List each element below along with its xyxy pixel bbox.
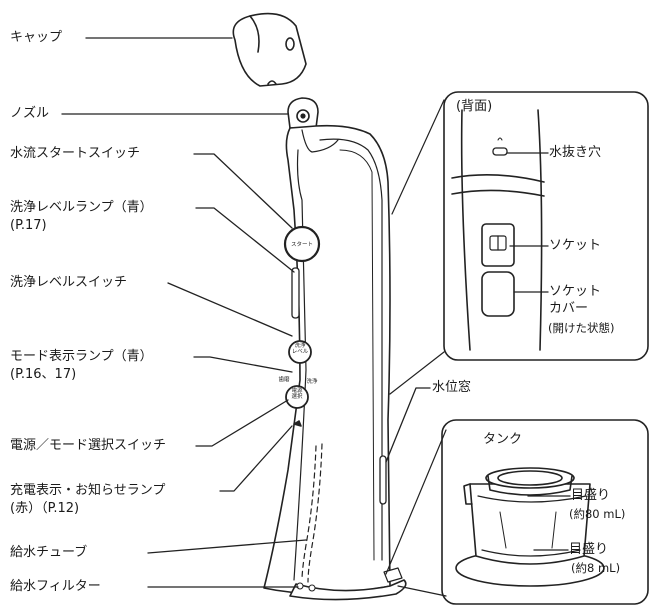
cap-part	[232, 12, 307, 87]
label-power-mode-switch: 電源／モード選択スイッチ	[10, 438, 167, 453]
label-mark-8: 目盛り	[569, 542, 609, 557]
main-body	[263, 97, 407, 601]
panel-connectors	[385, 99, 447, 597]
label-socket: ソケット	[549, 238, 602, 253]
label-mark-80-value: (約80 mL)	[569, 507, 626, 521]
label-water-tube: 給水チューブ	[10, 545, 88, 560]
mode-a-text: 歯磨	[278, 375, 290, 383]
label-socket-cover: ソケット	[549, 284, 602, 299]
label-charge-lamp-ref: (赤）（P.12)	[10, 501, 80, 516]
label-cap: キャップ	[10, 30, 63, 45]
wash-level-button-text: 洗浄レベル	[292, 341, 309, 355]
label-water-window: 水位窓	[432, 380, 472, 395]
label-mark-8-value: (約8 mL)	[571, 561, 621, 575]
label-mode-lamp-ref: (P.16、17)	[10, 367, 77, 382]
power-button-text: 電源選択	[291, 386, 303, 400]
label-socket-cover-state: (開けた状態)	[548, 321, 615, 335]
back-panel-title: (背面)	[456, 99, 493, 114]
tank-panel	[441, 419, 649, 605]
label-wash-level-switch: 洗浄レベルスイッチ	[10, 275, 128, 290]
label-wash-level-lamp: 洗浄レベルランプ（青）	[10, 200, 153, 215]
label-nozzle: ノズル	[10, 106, 50, 121]
label-wash-level-lamp-ref: (P.17)	[10, 218, 47, 233]
label-socket-cover-2: カバー	[549, 301, 589, 316]
label-charge-lamp: 充電表示・お知らせランプ	[10, 483, 166, 498]
back-panel	[443, 91, 649, 361]
label-mark-80: 目盛り	[571, 488, 611, 503]
mode-b-text: 洗浄	[306, 377, 318, 385]
label-mode-lamp: モード表示ランプ（青）	[10, 349, 153, 364]
label-water-filter: 給水フィルター	[10, 579, 101, 594]
tank-panel-title: タンク	[483, 432, 523, 447]
leader-lines	[61, 37, 571, 588]
start-button-text: スタート	[291, 240, 313, 248]
label-drain-hole: 水抜き穴	[549, 145, 602, 160]
label-water-start-switch: 水流スタートスイッチ	[10, 146, 141, 161]
